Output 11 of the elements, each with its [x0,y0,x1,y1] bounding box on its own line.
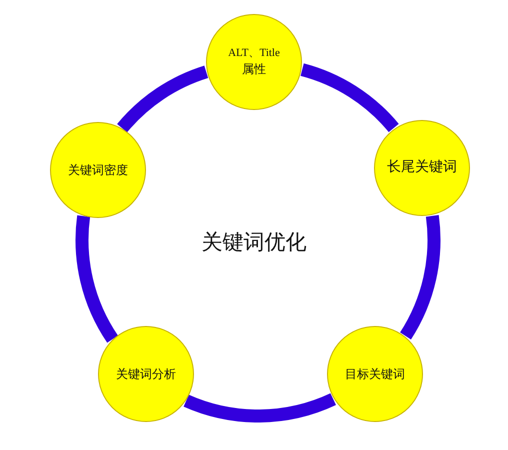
node-label: 关键词密度 [68,162,128,178]
ring-arc [400,215,440,340]
ring-arc [184,393,336,422]
node-label: 长尾关键词 [387,158,457,178]
center-title: 关键词优化 [200,229,308,256]
ring-arc [76,216,118,342]
node-label: 关键词分析 [116,366,176,382]
node-label: ALT、Title [228,46,280,61]
ring-arc [300,63,398,132]
node-label: 属性 [242,61,266,78]
node-label: 目标关键词 [345,366,405,382]
